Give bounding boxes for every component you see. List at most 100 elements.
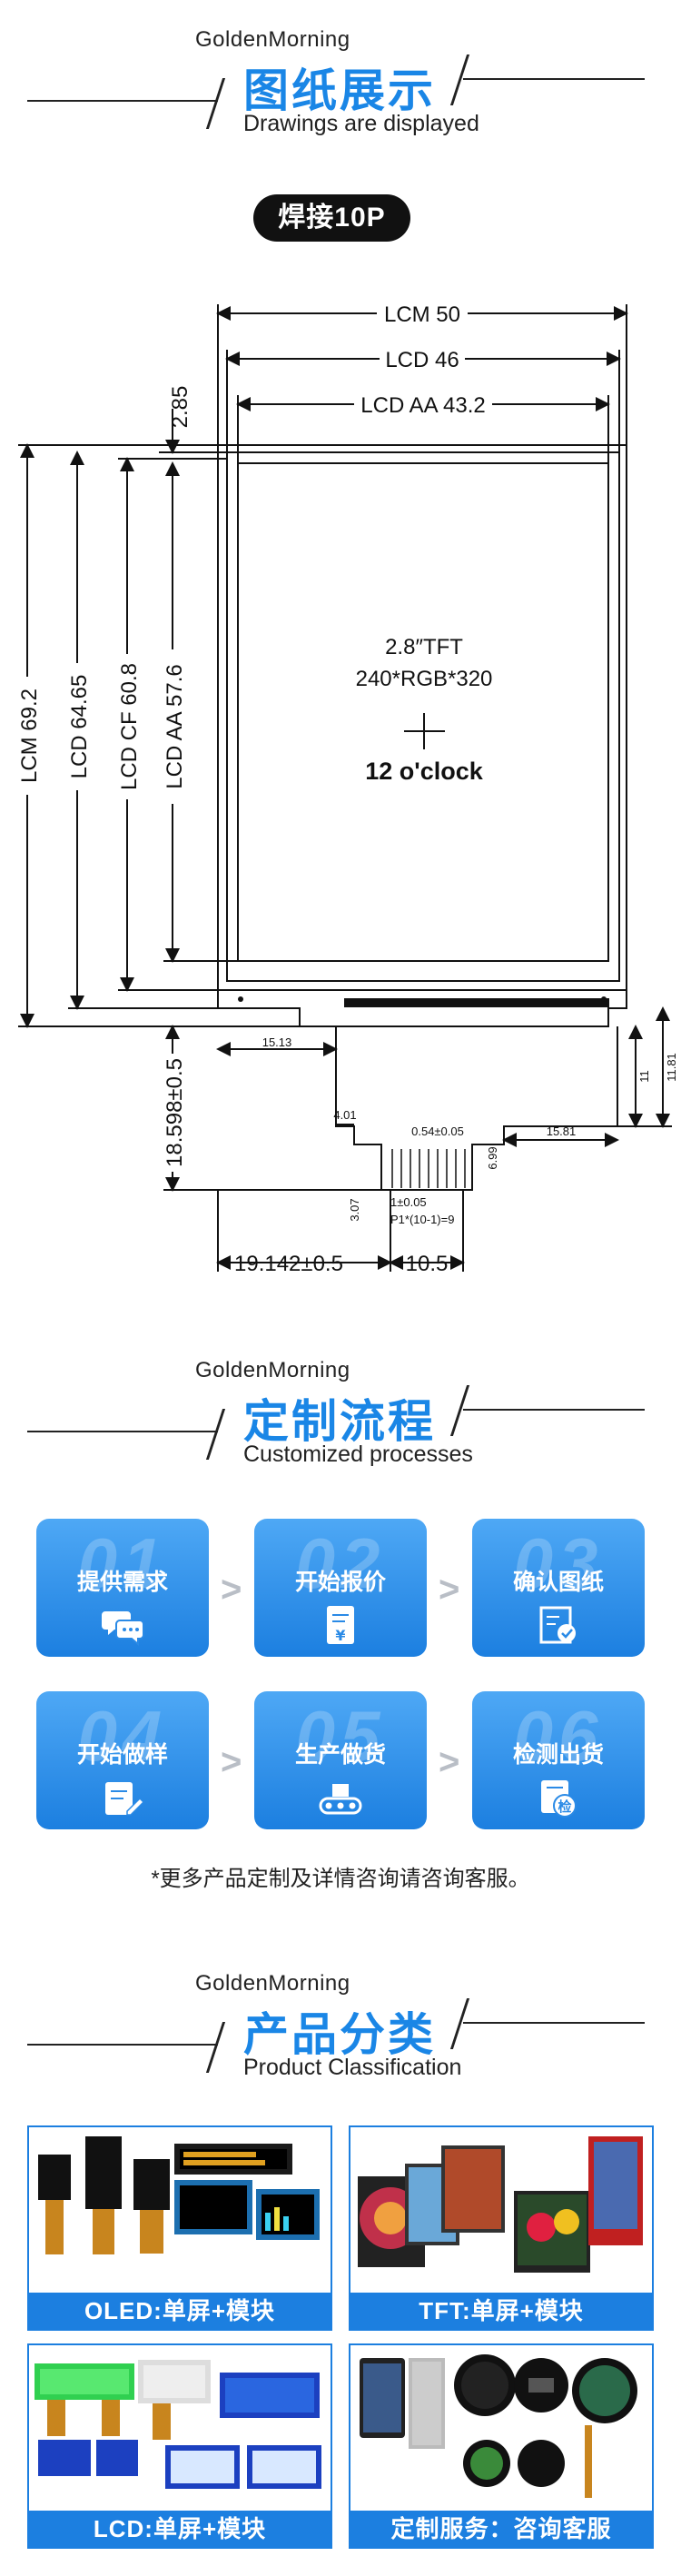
dim-lcd-aa-width: LCD AA 43.2 (360, 393, 485, 418)
process-step-4: 04 开始做样 (36, 1691, 209, 1829)
step-arrow: > (221, 1742, 242, 1782)
step-label: 提供需求 (76, 1570, 168, 1595)
brand-name: GoldenMorning (195, 1971, 350, 1996)
section-header-drawings: GoldenMorning 图纸展示 Drawings are displaye… (0, 27, 681, 136)
product-caption: TFT:单屏+模块 (350, 2293, 652, 2329)
step-arrow: > (439, 1570, 460, 1610)
lcd-active-area (237, 462, 609, 962)
dim-lcd-height: LCD 64.65 (67, 675, 92, 779)
divider-slash (205, 2022, 226, 2073)
divider-left (27, 2044, 218, 2046)
process-step-5: 05 生产做货 (254, 1691, 427, 1829)
process-step-3: 03 确认图纸 (472, 1519, 645, 1657)
quote-icon: ¥ (327, 1606, 354, 1644)
sample-icon (105, 1782, 145, 1816)
section-subtitle: Customized processes (243, 1442, 473, 1467)
dim-fpc-length: 18.598±0.5 (163, 1058, 187, 1167)
dim-lcm-width: LCM 50 (384, 302, 460, 327)
drawing-check-icon (539, 1606, 576, 1644)
solder-pin-badge: 焊接10P (253, 194, 410, 242)
dim-v1: 6.99 (486, 1146, 499, 1169)
oled-modules-image (38, 2136, 320, 2254)
step-label: 确认图纸 (512, 1570, 604, 1595)
section-header-process: GoldenMorning 定制流程 Customized processes (0, 1358, 681, 1467)
step-number: 05 (295, 1696, 386, 1776)
section-title: 定制流程 (243, 1396, 436, 1447)
dim-fpc-left: 15.13 (262, 1035, 292, 1049)
technical-drawing: LCM 50 LCD 46 LCD AA 43.2 2.85 LCM 69.2 … (16, 302, 678, 1276)
lcm-bottom-step (217, 990, 627, 1027)
view-orientation-text: 12 o'clock (365, 758, 483, 785)
product-tile-tft[interactable]: TFT:单屏+模块 (349, 2125, 654, 2331)
section-subtitle: Product Classification (243, 2055, 462, 2080)
process-step-6: 06 检测出货 检 (472, 1691, 645, 1829)
divider-slash (449, 1385, 470, 1436)
divider-left (27, 1431, 218, 1432)
product-tile-oled[interactable]: OLED:单屏+模块 (27, 2125, 332, 2331)
dim-v2: 3.07 (348, 1198, 361, 1221)
svg-text:检: 检 (558, 1798, 571, 1815)
divider-left (27, 100, 218, 102)
dim-lcd-cf-height: LCD CF 60.8 (117, 663, 142, 790)
brand-name: GoldenMorning (195, 1358, 350, 1382)
process-step-1: 01 提供需求 (36, 1519, 209, 1657)
brand-name: GoldenMorning (195, 27, 350, 52)
step-label: 开始做样 (76, 1742, 168, 1768)
dim-lcm-height: LCM 69.2 (17, 689, 42, 783)
dim-lcd-width: LCD 46 (385, 348, 459, 372)
process-note: *更多产品定制及详情咨询请咨询客服。 (151, 1867, 530, 1891)
divider-slash (449, 1998, 470, 2049)
dim-right-width: 15.81 (547, 1125, 577, 1138)
divider-right (463, 1409, 645, 1411)
dim-fpc-h2: 11.81 (665, 1053, 678, 1082)
divider-slash (205, 1409, 226, 1460)
step-arrow: > (221, 1570, 242, 1610)
step-number: 03 (513, 1523, 604, 1603)
product-caption: OLED:单屏+模块 (29, 2293, 331, 2329)
lcm-outline (217, 444, 627, 991)
step-number: 06 (513, 1696, 604, 1776)
dim-bottom-left: 19.142±0.5 (234, 1252, 343, 1276)
dim-fpc-w1: 4.01 (333, 1108, 356, 1122)
dim-top-offset: 2.85 (168, 386, 192, 429)
lcd-modules-image (35, 2360, 321, 2489)
tft-modules-image (358, 2136, 643, 2273)
step-number: 01 (77, 1523, 168, 1603)
section-title: 图纸展示 (243, 65, 436, 116)
divider-slash (205, 78, 226, 129)
step-number: 02 (295, 1523, 386, 1603)
product-caption: LCD:单屏+模块 (29, 2511, 331, 2547)
dim-lcd-aa-height: LCD AA 57.6 (163, 664, 187, 788)
product-tile-custom[interactable]: 定制服务：咨询客服 (349, 2343, 654, 2549)
step-label: 开始报价 (294, 1570, 386, 1595)
step-number: 04 (77, 1696, 168, 1776)
custom-displays-image (360, 2354, 637, 2498)
section-header-products: GoldenMorning 产品分类 Product Classificatio… (0, 1971, 681, 2080)
divider-slash (449, 54, 470, 105)
dim-pitch-width: 0.54±0.05 (411, 1125, 464, 1138)
step-label: 生产做货 (294, 1742, 386, 1768)
section-title: 产品分类 (243, 2009, 436, 2060)
dim-bottom-right: 10.5 (406, 1252, 449, 1276)
product-caption: 定制服务：咨询客服 (350, 2511, 652, 2547)
step-label: 检测出货 (512, 1742, 604, 1768)
step-arrow: > (439, 1742, 460, 1782)
conveyor-icon (319, 1784, 362, 1815)
chat-icon (102, 1611, 144, 1647)
section-subtitle: Drawings are displayed (243, 111, 479, 136)
fpc-pins (391, 1149, 466, 1188)
divider-right (463, 2022, 645, 2024)
svg-text:¥: ¥ (335, 1627, 345, 1644)
inspect-icon: 检 (541, 1780, 577, 1818)
panel-size-text: 2.8″TFT (385, 635, 463, 659)
dim-pins: P1*(10-1)=9 (390, 1213, 454, 1226)
panel-resolution-text: 240*RGB*320 (356, 667, 493, 691)
fpc-outline (335, 1026, 618, 1191)
process-step-2: 02 开始报价 ¥ (254, 1519, 427, 1657)
product-tile-lcd[interactable]: LCD:单屏+模块 (27, 2343, 332, 2549)
connector-strip (344, 998, 609, 1007)
dim-fpc-h1: 11 (637, 1070, 651, 1083)
dim-pitch: 1±0.05 (390, 1195, 427, 1209)
divider-right (463, 78, 645, 80)
lcd-outline (226, 451, 620, 982)
